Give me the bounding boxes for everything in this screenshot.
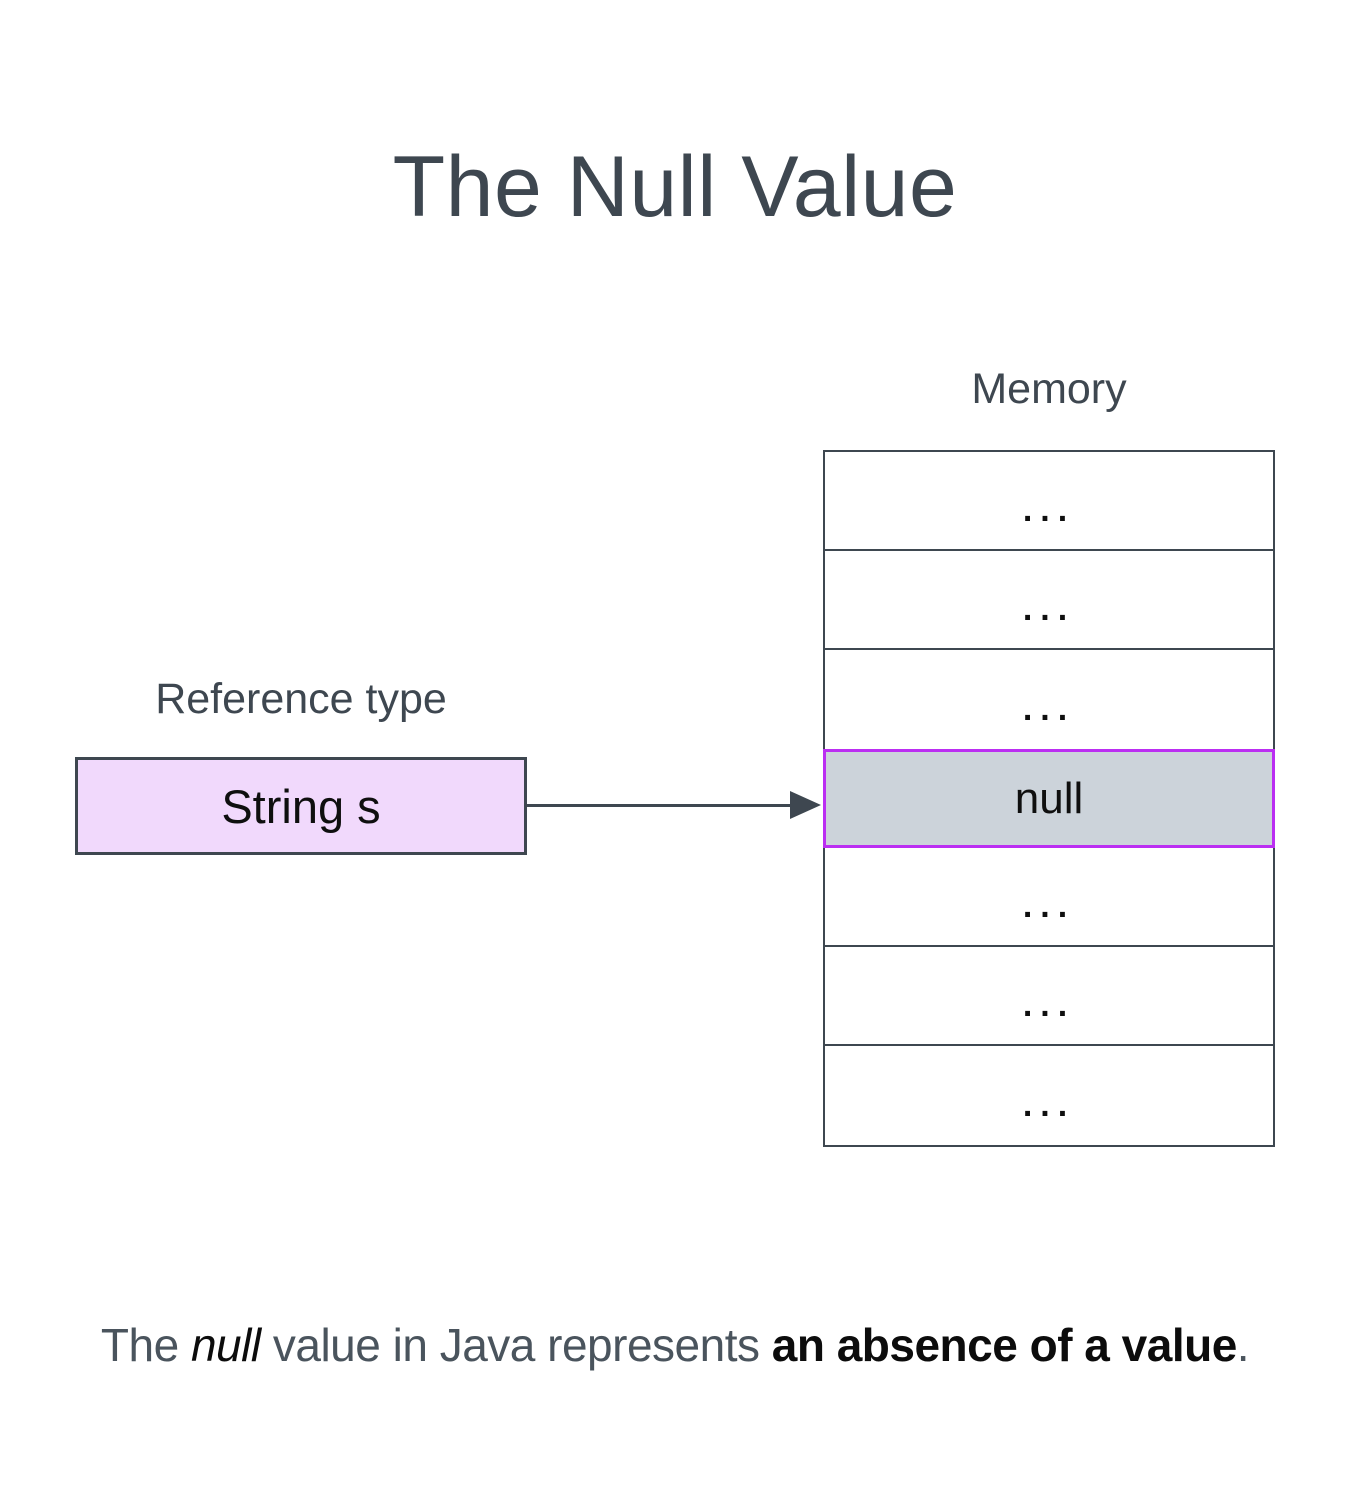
memory-cell-value: ... xyxy=(1022,1085,1076,1124)
memory-cell-value: ... xyxy=(1022,689,1076,728)
memory-row: ... xyxy=(825,947,1273,1046)
memory-row: ... xyxy=(825,650,1273,749)
memory-table: ... ... ... null ... ... ... xyxy=(823,450,1275,1147)
caption-null-italic: null xyxy=(190,1319,261,1371)
caption-bold: an absence of a value xyxy=(771,1319,1238,1371)
string-s-box: String s xyxy=(75,757,527,855)
pointer-arrow-line xyxy=(527,804,793,807)
string-s-box-label: String s xyxy=(221,779,381,833)
caption-suffix: . xyxy=(1236,1319,1250,1371)
memory-row: ... xyxy=(825,452,1273,551)
memory-row: ... xyxy=(825,551,1273,650)
memory-cell-value: ... xyxy=(1022,886,1076,925)
pointer-arrow-head-icon xyxy=(790,791,821,819)
caption-middle: value in Java represents xyxy=(260,1319,772,1371)
memory-cell-value: ... xyxy=(1022,490,1076,529)
reference-type-label: Reference type xyxy=(155,675,447,723)
memory-row: ... xyxy=(825,848,1273,947)
memory-label: Memory xyxy=(971,365,1127,413)
memory-row: ... xyxy=(825,1046,1273,1145)
memory-cell-value: null xyxy=(1014,773,1084,823)
memory-cell-value: ... xyxy=(1022,589,1076,628)
page-title: The Null Value xyxy=(392,139,958,235)
caption: The null value in Java represents an abs… xyxy=(0,1318,1350,1373)
caption-prefix: The xyxy=(100,1319,191,1371)
memory-cell-value: ... xyxy=(1022,985,1076,1024)
memory-cell-null: null xyxy=(823,749,1275,848)
